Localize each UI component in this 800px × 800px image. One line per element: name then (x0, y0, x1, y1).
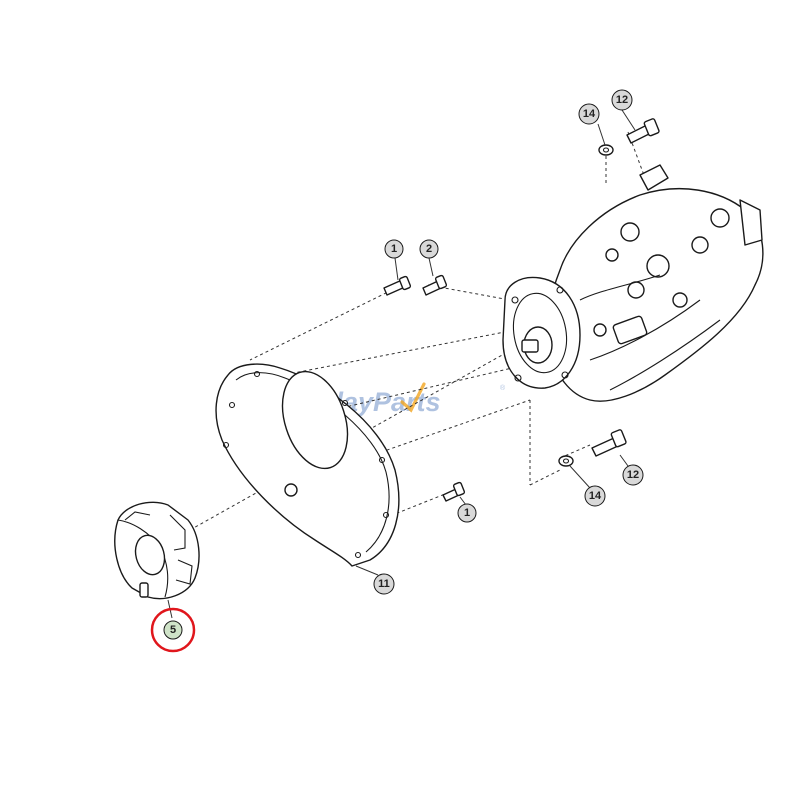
svg-text:5: 5 (170, 624, 176, 636)
washer-14-top (598, 144, 614, 156)
highlight-ring (150, 607, 196, 653)
leader-line (569, 465, 591, 489)
leader-line (428, 257, 434, 277)
callout-14-top: 14 (578, 103, 600, 125)
leader-line (394, 257, 399, 281)
assembly-line (529, 469, 561, 486)
dowel-hole (284, 483, 298, 497)
coupling (114, 501, 200, 600)
callout-2-top: 2 (419, 239, 439, 259)
washer-14-bottom (558, 455, 574, 467)
svg-text:12: 12 (627, 469, 639, 481)
bolt-1-bottom (442, 481, 466, 502)
bolt-12-top (626, 118, 660, 144)
callout-1-top: 1 (384, 239, 404, 259)
svg-text:14: 14 (583, 108, 596, 120)
center-bore (281, 370, 349, 470)
callout-5-highlighted: 5 (150, 607, 196, 653)
svg-text:14: 14 (589, 490, 602, 502)
leader-line (619, 454, 629, 467)
assembly-line (329, 399, 531, 471)
callout-11: 11 (373, 573, 395, 595)
leader-line (621, 109, 636, 131)
svg-text:1: 1 (464, 507, 470, 519)
svg-text:11: 11 (378, 578, 390, 590)
flywheel-housing-plate (215, 363, 400, 567)
leader-line (355, 565, 379, 576)
assembly-line (249, 289, 393, 361)
svg-text:12: 12 (616, 94, 628, 106)
callout-12-top: 12 (611, 89, 633, 111)
assembly-line (289, 364, 526, 421)
callout-14-bottom: 14 (584, 485, 606, 507)
bolt-2-top (422, 274, 448, 296)
bolt-1-top (383, 275, 412, 296)
callout-1-bottom: 1 (457, 503, 477, 523)
callout-12-bottom: 12 (622, 464, 644, 486)
svg-text:1: 1 (391, 243, 397, 255)
bolt-12-bottom (591, 429, 627, 457)
watermark-registered-mark: ® (500, 384, 506, 392)
leader-line (597, 123, 606, 146)
watermark-check-icon (400, 382, 426, 413)
leader-line (459, 496, 467, 506)
hydraulic-pump (502, 164, 764, 402)
svg-text:2: 2 (426, 243, 432, 255)
